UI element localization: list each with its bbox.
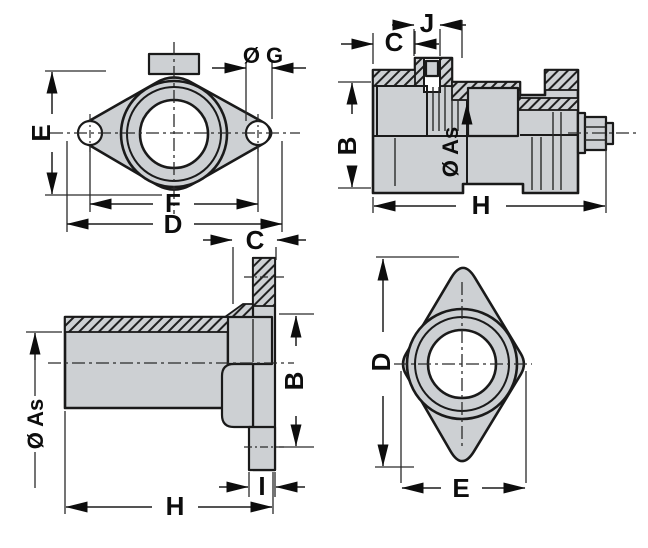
section-hatch — [64, 316, 229, 333]
dim-label-h: H — [166, 491, 185, 521]
bearing-collar — [226, 315, 274, 366]
section-hatch — [509, 97, 579, 111]
rear-flange-view: D E — [366, 256, 532, 503]
dim-label-f: F — [165, 188, 181, 218]
grease-fitting — [424, 59, 440, 78]
dim-label-e: E — [452, 473, 469, 503]
dim-label-d: D — [366, 353, 396, 372]
dim-label-d: D — [164, 209, 183, 239]
dim-label-as: Ø As — [23, 399, 48, 450]
dim-label-i: I — [258, 471, 265, 501]
front-flange-view: E Ø G F D — [26, 42, 306, 239]
dim-label-as: Ø As — [438, 127, 463, 178]
locking-plug — [466, 86, 520, 138]
dim-label-h: H — [472, 190, 491, 220]
dim-label-j: J — [420, 8, 434, 38]
dim-label-b: B — [332, 137, 362, 156]
section-hatch — [252, 257, 276, 307]
flange-bottom-arm — [247, 425, 277, 472]
dim-label-c: C — [385, 27, 404, 57]
dim-label-g: Ø G — [243, 43, 283, 68]
side-view: C Ø As B H I — [23, 225, 314, 521]
lower-collar-block — [220, 362, 255, 429]
dim-label-c: C — [246, 225, 265, 255]
dim-label-b: B — [279, 372, 309, 391]
cross-section-view: J C B Ø As H — [332, 8, 640, 220]
section-hatch — [544, 69, 579, 91]
dim-label-e: E — [26, 124, 56, 141]
